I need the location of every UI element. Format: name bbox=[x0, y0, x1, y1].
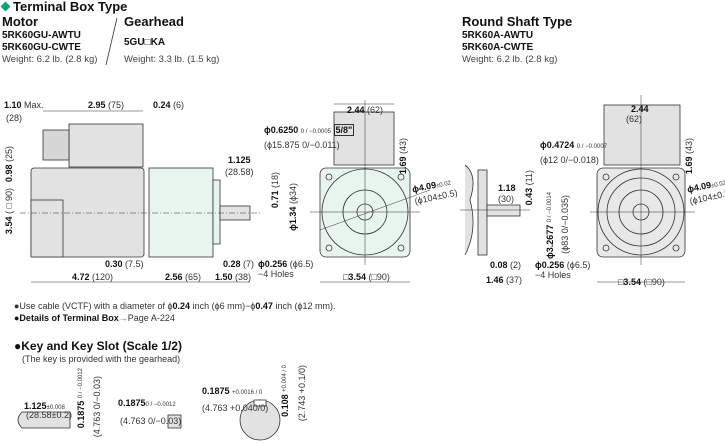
front-terminal-box bbox=[333, 111, 395, 166]
slot-width-mm: (4.763 +0.040/0) bbox=[202, 403, 269, 413]
r-dim-146: 1.46 (37) bbox=[486, 275, 523, 285]
r-dim-043: 0.43 (11) bbox=[524, 170, 534, 206]
r-dim-length-mm: (30) bbox=[498, 194, 515, 204]
dim-max: 1.10 Max. bbox=[4, 100, 44, 110]
dim-shaft-dia-mm: (ϕ15.875 0/−0.011) bbox=[264, 140, 340, 150]
r-dim-top-height: 1.69 (43) bbox=[684, 138, 694, 175]
terminal-box bbox=[68, 123, 144, 168]
key-height-mm: (4.763 0/−0.03) bbox=[92, 376, 102, 438]
r-dim-pilot: ϕ3.2677 0 / −0.0014 bbox=[545, 192, 555, 259]
gearhead-body bbox=[148, 167, 214, 258]
round-model: 5RK60A-AWTU bbox=[462, 30, 534, 41]
gearhead-label: Gearhead bbox=[124, 14, 184, 29]
dim-150: 1.50 (38) bbox=[215, 272, 252, 282]
dim-holes: ϕ0.256 (ϕ6.5)−4 Holes bbox=[258, 259, 314, 279]
dim-max-mm: (28) bbox=[6, 113, 23, 123]
motor-weight: Weight: 6.2 lb. (2.8 kg) bbox=[2, 54, 98, 65]
dim-front-square: □3.54 (□90) bbox=[343, 272, 390, 282]
dim-shaft-length-mm: (28.58) bbox=[225, 167, 254, 177]
dim-shaft-dia: ϕ0.6250 0 / −0.0005 5/8" bbox=[264, 124, 355, 136]
dim-gap: 0.24 (6) bbox=[153, 100, 185, 110]
details-note: ●Details of Terminal Box→Page A-224 bbox=[14, 313, 175, 323]
slot-width: 0.1875 +0.0016 / 0 bbox=[202, 386, 263, 396]
round-shaft bbox=[486, 204, 521, 217]
cable-note: ●Use cable (VCTF) with a diameter of ϕ0.… bbox=[14, 301, 336, 311]
round-model: 5RK60A-CWTE bbox=[462, 42, 534, 53]
dim-472: 4.72 (120) bbox=[72, 272, 114, 282]
section-title: Terminal Box Type bbox=[13, 0, 128, 14]
dim-098: 0.98 (25) bbox=[4, 146, 14, 183]
dim-box-length: 2.95 (75) bbox=[88, 100, 125, 110]
key-width: 0.18750 / −0.0012 bbox=[118, 398, 176, 408]
cable-gland bbox=[42, 129, 70, 161]
round-weight: Weight: 6.2 lb. (2.8 kg) bbox=[462, 54, 558, 65]
round-flange bbox=[477, 169, 488, 256]
separator-slash bbox=[105, 17, 118, 66]
r-dim-front-square: □3.54 (□90) bbox=[618, 277, 665, 287]
r-dim-shaft-dia: ϕ0.4724 0 / −0.0007 bbox=[540, 140, 607, 150]
r-dim-pilot-mm: (ϕ83 0/−0.035) bbox=[560, 195, 570, 254]
dim-134: ϕ1.34 (ϕ34) bbox=[288, 183, 298, 231]
dim-top-width: 2.44 (62) bbox=[347, 105, 384, 115]
r-dim-holes: ϕ0.256 (ϕ6.5)−4 Holes bbox=[535, 260, 591, 280]
key-length: 1.125±0.008 bbox=[24, 401, 65, 411]
gearhead-flange bbox=[212, 179, 221, 245]
r-dim-008: 0.08 (2) bbox=[490, 260, 522, 270]
key-title: ●Key and Key Slot (Scale 1/2) bbox=[14, 339, 182, 353]
dim-top-height: 1.69 (43) bbox=[398, 138, 408, 175]
key-end bbox=[167, 414, 182, 429]
dim-256: 2.56 (65) bbox=[165, 272, 202, 282]
round-shaft-label: Round Shaft Type bbox=[462, 14, 573, 29]
dim-028: 0.28 (7) bbox=[223, 259, 255, 269]
r-dim-length: 1.18 bbox=[498, 183, 516, 193]
r-dim-top-width: 2.44 bbox=[631, 104, 649, 114]
key-side bbox=[17, 411, 71, 429]
key-length-mm: (28.58±0.2) bbox=[26, 410, 72, 420]
r-dim-top-width-mm: (62) bbox=[626, 114, 643, 124]
key-subtitle: (The key is provided with the gearhead) bbox=[22, 354, 181, 364]
slot-depth-mm: (2.743 +0.1/0) bbox=[297, 365, 307, 422]
motor-model: 5RK60GU-AWTU bbox=[2, 30, 81, 41]
dim-071: 0.71 (18) bbox=[270, 172, 280, 209]
slot-depth: 0.108 +0.004 / 0 bbox=[280, 365, 290, 417]
dim-354: 3.54 (□90) bbox=[4, 188, 14, 235]
dim-shaft-length: 1.125 bbox=[228, 155, 251, 165]
gearhead-weight: Weight: 3.3 lb. (1.5 kg) bbox=[124, 54, 220, 65]
motor-model: 5RK60GU-CWTE bbox=[2, 42, 81, 53]
key-height: 0.1875 0 / −0.0012 bbox=[76, 368, 86, 429]
gearhead-model: 5GU□KA bbox=[124, 37, 166, 48]
key-width-mm: (4.763 0/−0.03) bbox=[120, 416, 182, 426]
dim-030: 0.30 (7.5) bbox=[105, 259, 144, 269]
r-dim-shaft-dia-mm: (ϕ12 0/−0.018) bbox=[540, 155, 599, 165]
page-link[interactable]: Page A-224 bbox=[127, 313, 175, 323]
motor-label: Motor bbox=[2, 14, 39, 29]
